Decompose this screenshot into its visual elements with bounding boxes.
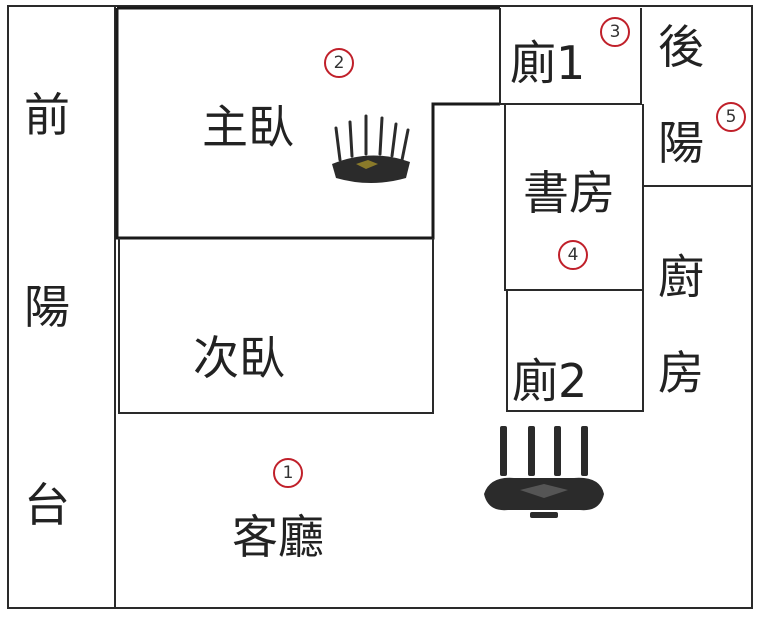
wifi-router-icon	[484, 426, 604, 518]
second-bedroom-label: 次臥	[193, 331, 285, 385]
marker-1: 1	[273, 458, 303, 488]
toilet1-wall	[499, 8, 642, 105]
marker-2: 2	[324, 48, 354, 78]
back-balcony-char-2: 陽	[658, 116, 704, 170]
front-balcony-char-3: 台	[24, 478, 70, 532]
wifi-router-icon	[332, 114, 410, 183]
study-label: 書房	[523, 166, 615, 220]
toilet2-label: 廁2	[512, 354, 588, 408]
kitchen-char-1: 廚	[658, 250, 704, 304]
back-balcony-char-1: 後	[658, 20, 704, 74]
marker-4: 4	[558, 240, 588, 270]
toilet1-label: 廁1	[510, 36, 586, 90]
outer-wall	[7, 5, 753, 609]
master-bedroom-label: 主臥	[202, 100, 294, 154]
marker-5: 5	[716, 102, 746, 132]
front-balcony-char-2: 陽	[24, 280, 70, 334]
master-bedroom-wall	[115, 8, 500, 240]
marker-3: 3	[600, 17, 630, 47]
second-bedroom-wall	[118, 238, 434, 414]
front-balcony-char-1: 前	[24, 88, 70, 142]
living-room-label: 客廳	[232, 510, 324, 564]
kitchen-char-2: 房	[658, 346, 704, 400]
